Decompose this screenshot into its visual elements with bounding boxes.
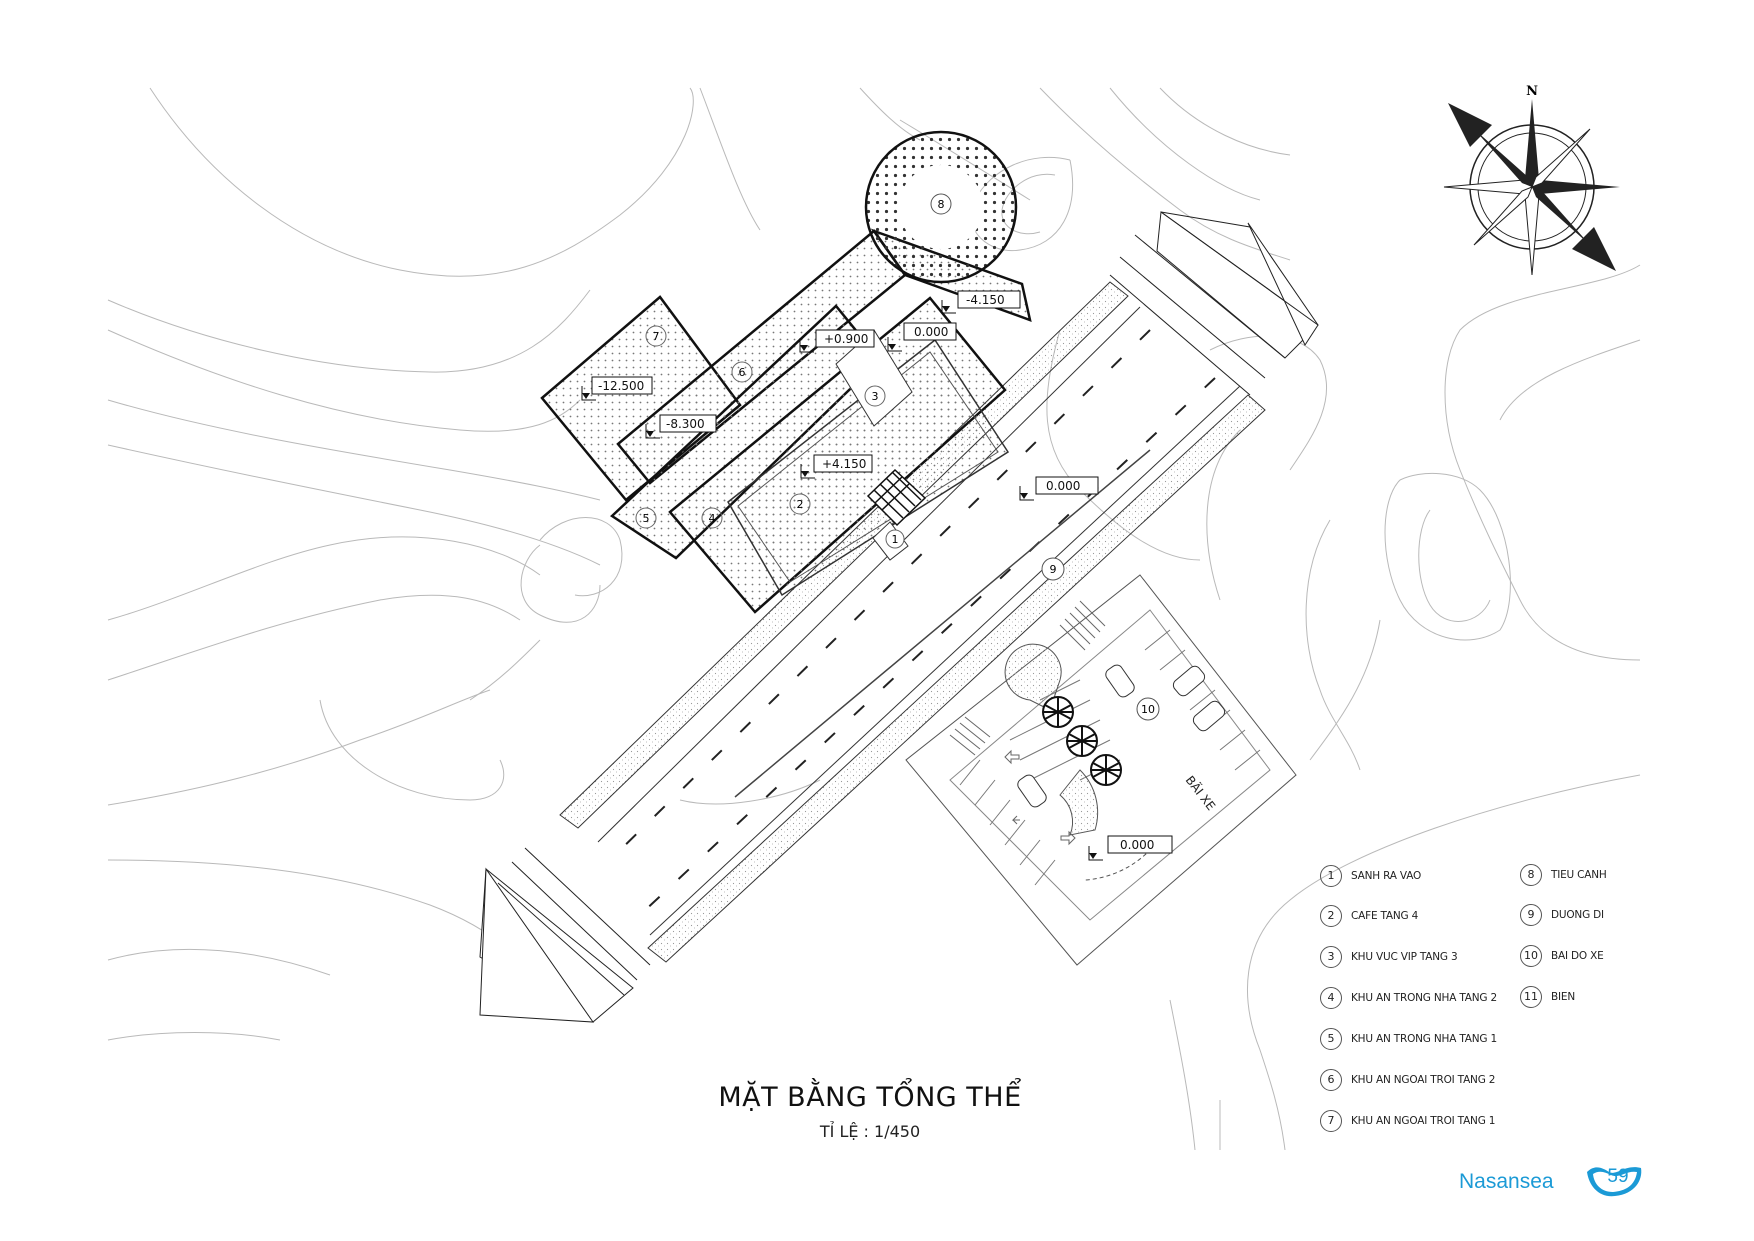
level-marker: -8.300 <box>645 414 717 439</box>
zone-number: 9 <box>1050 563 1057 576</box>
level-marker: 0.000 <box>1019 476 1099 501</box>
legend-label: TIEU CANH <box>1551 869 1607 881</box>
compass-rose-icon: N <box>1443 84 1620 276</box>
legend-item: 7 KHU AN NGOAI TROI TANG 1 <box>1320 1109 1495 1133</box>
zone-number: 4 <box>709 512 716 525</box>
brand-name: Nasansea <box>1459 1170 1554 1193</box>
legend-item: 6 KHU AN NGOAI TROI TANG 2 <box>1320 1068 1495 1092</box>
parking-label: BÃI XE <box>1183 773 1219 813</box>
level-marker: +4.150 <box>800 454 873 479</box>
drawing-scale: TỈ LỆ : 1/450 <box>819 1122 921 1141</box>
zone-number: 2 <box>797 498 804 511</box>
legend-number: 9 <box>1520 904 1542 926</box>
stair <box>866 468 927 527</box>
zone-number: 7 <box>653 330 660 343</box>
legend-label: KHU AN NGOAI TROI TANG 2 <box>1351 1074 1496 1086</box>
legend-label: DUONG DI <box>1551 909 1604 921</box>
level-marker: 0.000 <box>887 322 957 352</box>
legend-item: 11 BIEN <box>1520 985 1575 1009</box>
zone-markers: 8 7 6 3 2 4 5 1 9 10 <box>635 193 1160 721</box>
level-markers: -4.150 +0.900 0.000 -12.500 -8.300 <box>581 290 1173 861</box>
level-text: +0.900 <box>824 332 868 346</box>
level-marker: -4.150 <box>941 290 1021 314</box>
tree-icon <box>1090 754 1122 786</box>
level-text: 0.000 <box>1046 479 1080 493</box>
north-label: N <box>1526 84 1538 99</box>
level-text: -4.150 <box>966 293 1005 307</box>
car-icon <box>1017 664 1226 808</box>
legend-number: 6 <box>1320 1069 1342 1091</box>
legend-item: 9 DUONG DI <box>1520 903 1604 927</box>
legend-number: 1 <box>1320 865 1342 887</box>
legend-label: BAI DO XE <box>1551 950 1604 962</box>
legend-label: SANH RA VAO <box>1351 870 1422 882</box>
legend-number: 2 <box>1320 905 1342 927</box>
level-marker: -12.500 <box>581 376 653 401</box>
level-text: -8.300 <box>666 417 705 431</box>
legend-number: 7 <box>1320 1110 1342 1132</box>
page-number: 59 <box>1607 1166 1629 1187</box>
legend-item: 1 SANH RA VAO <box>1320 864 1421 888</box>
zone-number: 10 <box>1141 703 1155 716</box>
legend-item: 3 KHU VUC VIP TANG 3 <box>1320 945 1458 969</box>
zone-number: 8 <box>938 198 945 211</box>
legend-number: 5 <box>1320 1028 1342 1050</box>
legend-number: 8 <box>1520 864 1542 886</box>
legend-item: 10 BAI DO XE <box>1520 944 1604 968</box>
legend-label: KHU VUC VIP TANG 3 <box>1351 951 1458 963</box>
zone-number: 1 <box>892 533 899 546</box>
level-marker: 0.000 <box>1088 835 1173 861</box>
tree-icon <box>1042 696 1074 728</box>
building-complex <box>540 130 1032 614</box>
legend-item: 4 KHU AN TRONG NHA TANG 2 <box>1320 986 1497 1010</box>
legend-label: KHU AN TRONG NHA TANG 1 <box>1351 1033 1497 1045</box>
level-text: 0.000 <box>914 325 948 339</box>
legend-item: 5 KHU AN TRONG NHA TANG 1 <box>1320 1027 1497 1051</box>
legend-label: KHU AN TRONG NHA TANG 2 <box>1351 992 1497 1004</box>
level-text: 0.000 <box>1120 838 1154 852</box>
legend-label: BIEN <box>1551 991 1575 1003</box>
zone-number: 3 <box>872 390 879 403</box>
legend-number: 3 <box>1320 946 1342 968</box>
level-text: -12.500 <box>598 379 644 393</box>
legend-number: 10 <box>1520 945 1542 967</box>
terrain-contours <box>107 87 1641 1151</box>
zone-number: 5 <box>643 512 650 525</box>
level-text: +4.150 <box>822 457 866 471</box>
legend-label: KHU AN NGOAI TROI TANG 1 <box>1351 1115 1496 1127</box>
legend-item: 8 TIEU CANH <box>1520 863 1607 887</box>
page-number-badge-icon <box>1587 1167 1642 1197</box>
parking-area <box>905 574 1297 966</box>
legend-number: 4 <box>1320 987 1342 1009</box>
tree-icon <box>1066 725 1098 757</box>
direction-arrow-icon <box>1004 749 1076 846</box>
legend-label: CAFE TANG 4 <box>1351 910 1419 922</box>
zone-number: 6 <box>739 366 746 379</box>
legend-number: 11 <box>1520 986 1542 1008</box>
drawing-title: MẶT BẰNG TỔNG THỂ <box>718 1082 1022 1113</box>
level-marker: +0.900 <box>799 329 875 353</box>
legend-item: 2 CAFE TANG 4 <box>1320 904 1418 928</box>
